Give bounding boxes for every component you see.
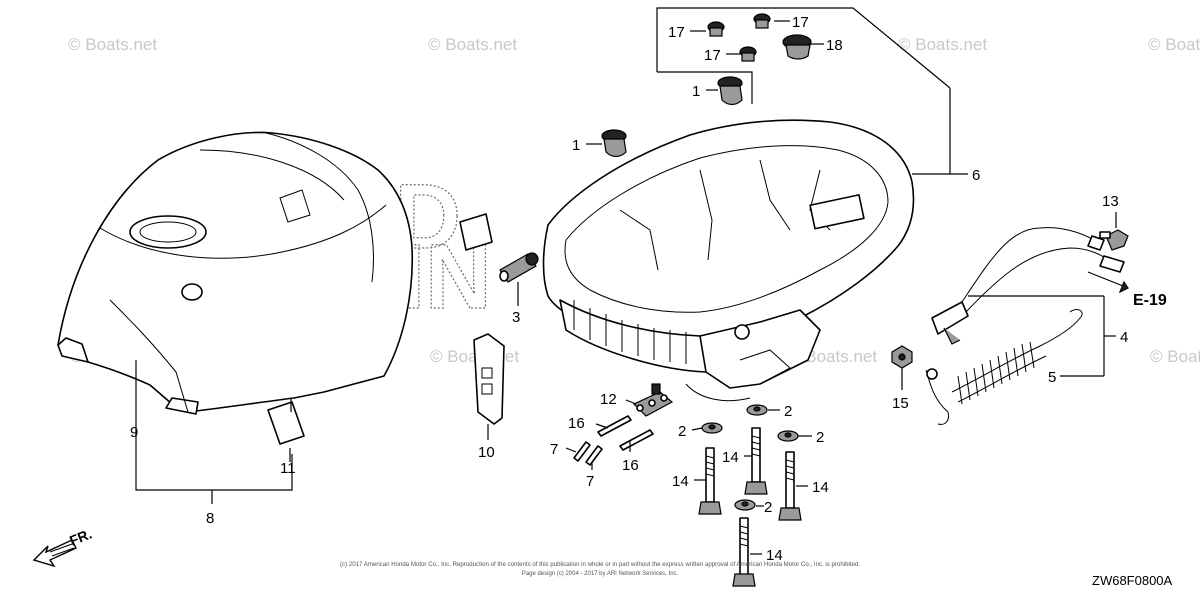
callout-2[interactable]: 2 [764,499,772,516]
mount-plate[interactable] [473,333,505,425]
callout-1[interactable]: 1 [572,137,580,154]
leader-lines [135,20,1129,555]
e19-arrow-icon [1118,280,1129,294]
watermark: © Boats.net [68,35,157,54]
kit-bracket-low [657,71,753,104]
grommet-1-side[interactable] [601,129,627,158]
pin-7a[interactable] [573,441,591,462]
callout-10[interactable]: 10 [478,444,495,461]
callout-14[interactable]: 14 [722,449,739,466]
callout-18[interactable]: 18 [826,37,843,54]
callout-17[interactable]: 17 [792,14,809,31]
callout-5[interactable]: 5 [1048,369,1056,386]
pin-7b[interactable] [585,445,603,466]
callout-16[interactable]: 16 [568,415,585,432]
plug-17b[interactable] [753,13,771,29]
bolt-13[interactable] [1099,229,1129,251]
stop-switch[interactable] [931,227,1125,345]
engine-cover[interactable] [57,131,414,415]
washer-2c[interactable] [777,430,799,442]
copyright-line-2: Page design (c) 2004 - 2017 by ARI Netwo… [522,571,679,577]
decal-sticker[interactable] [267,401,305,445]
front-label: FR. [67,525,94,548]
callout-17[interactable]: 17 [668,24,685,41]
callout-7[interactable]: 7 [550,441,558,458]
callout-3[interactable]: 3 [512,309,520,326]
lanyard[interactable] [925,309,1083,425]
callout-labels: 17 17 17 18 1 1 6 13 3 4 5 15 12 16 16 7… [130,14,1128,564]
lower-cover[interactable] [542,119,915,402]
grommet-1-top[interactable] [717,76,743,106]
grommet-3[interactable] [499,252,539,283]
watermark: © Boats.net [1148,35,1200,54]
callout-12[interactable]: 12 [600,391,617,408]
front-arrow-icon [32,539,77,568]
clip-12[interactable] [632,383,674,417]
callout-2[interactable]: 2 [678,423,686,440]
bolt-14d[interactable] [732,517,756,587]
callout-2[interactable]: 2 [784,403,792,420]
washer-2b[interactable] [746,404,768,416]
mark-label[interactable] [459,213,493,251]
bolt-14a[interactable] [698,447,722,515]
plug-17a[interactable] [707,21,725,37]
callout-1[interactable]: 1 [692,83,700,100]
nut-15[interactable] [891,345,913,369]
bolt-14b[interactable] [744,427,768,495]
front-direction-arrow: FR. [32,525,94,568]
callout-14[interactable]: 14 [672,473,689,490]
bolt-14c[interactable] [778,451,802,521]
plug-17c[interactable] [739,46,757,62]
copyright-line-1: (c) 2017 American Honda Motor Co., Inc. … [340,562,860,568]
pin-16a[interactable] [597,415,632,437]
watermark: © Boats.net [1150,347,1200,366]
callout-16[interactable]: 16 [622,457,639,474]
callout-14[interactable]: 14 [766,547,783,564]
washer-2d[interactable] [734,499,756,511]
callout-8[interactable]: 8 [206,510,214,527]
watermark: © Boats.net [898,35,987,54]
callout-17[interactable]: 17 [704,47,721,64]
pin-16b[interactable] [619,429,654,451]
callout-6[interactable]: 6 [972,167,980,184]
diagram-code: ZW68F0800A [1092,573,1173,588]
reference-e19[interactable]: E-19 [1133,292,1167,309]
watermark: © Boats.net [428,35,517,54]
callout-2[interactable]: 2 [816,429,824,446]
callout-14[interactable]: 14 [812,479,829,496]
washer-2a[interactable] [701,422,723,434]
callout-7[interactable]: 7 [586,473,594,490]
plug-18[interactable] [782,34,812,60]
callout-15[interactable]: 15 [892,395,909,412]
callout-13[interactable]: 13 [1102,193,1119,210]
callout-9[interactable]: 9 [130,424,138,441]
callout-4[interactable]: 4 [1120,329,1128,346]
callout-11[interactable]: 11 [280,460,296,477]
kit-bracket [656,7,951,89]
